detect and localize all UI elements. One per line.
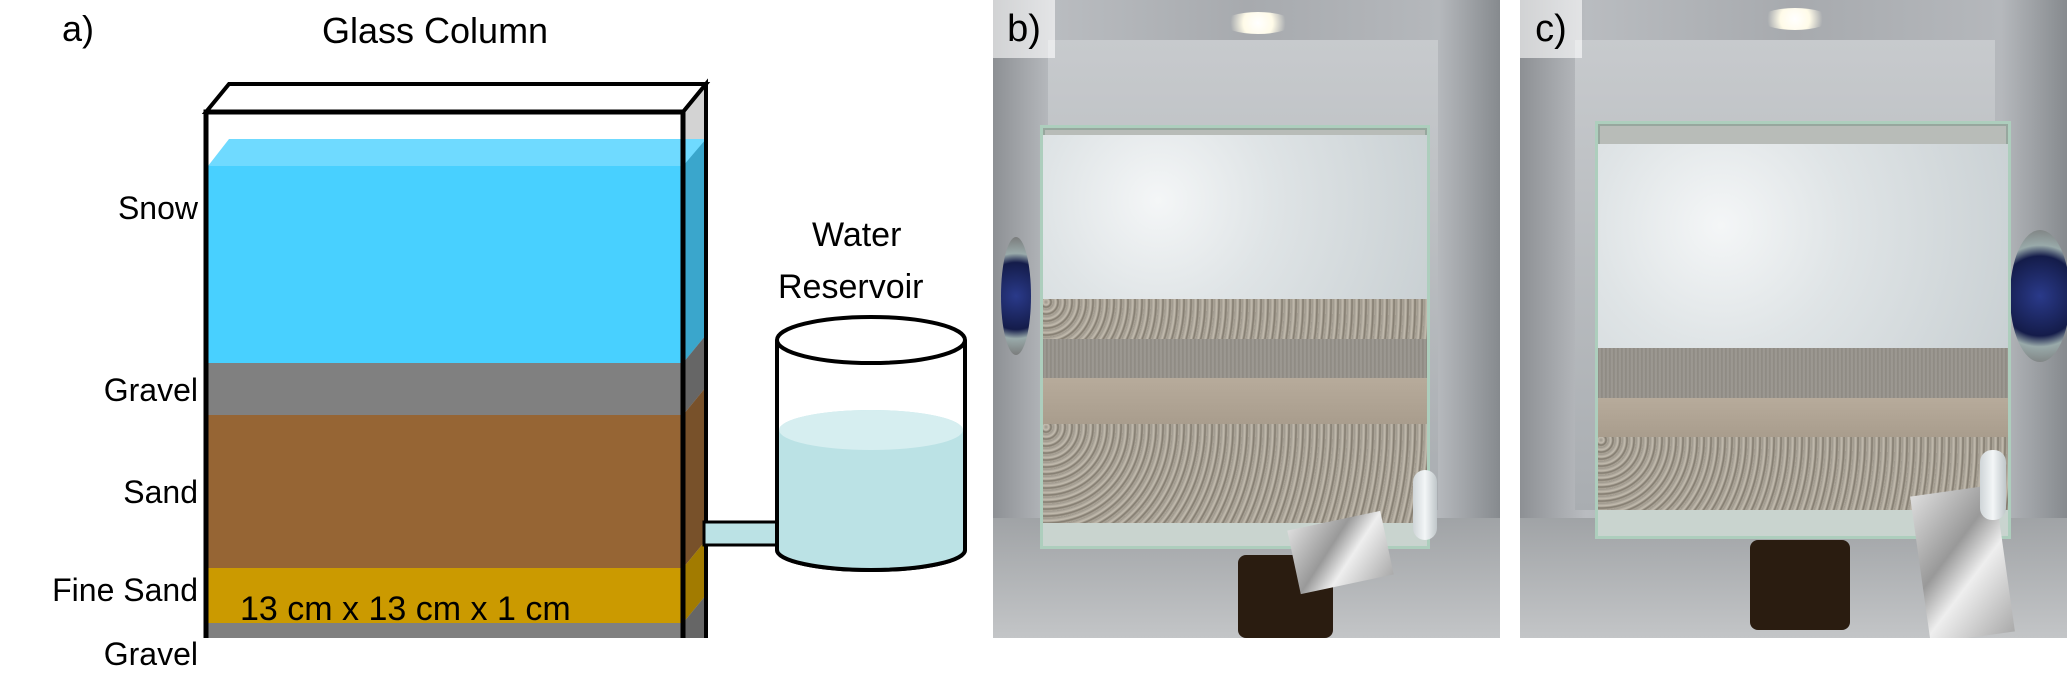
lamp	[1760, 8, 1830, 30]
water-reservoir	[775, 315, 967, 572]
layer-side-snow	[683, 139, 706, 363]
reservoir-water	[779, 410, 963, 570]
fan-icon	[1001, 237, 1031, 355]
column-dimensions: 13 cm x 13 cm x 1 cm	[240, 590, 571, 628]
lamp	[1223, 12, 1293, 34]
water-surface	[779, 410, 963, 450]
layer-side-fine-sand	[683, 540, 706, 623]
fine-sand-layer	[1043, 339, 1427, 378]
reservoir-label-line2: Reservoir	[778, 268, 924, 306]
layer-snow	[206, 166, 683, 363]
fine-sand-layer	[1598, 348, 2008, 398]
layer-label-sand: Sand	[123, 474, 198, 510]
panel-a-label: a)	[62, 8, 95, 49]
panel-c-label: c)	[1520, 0, 1582, 58]
layer-label-fine-sand: Fine Sand	[52, 572, 198, 608]
glass-column	[1595, 121, 2011, 539]
tube	[1413, 470, 1437, 540]
snow-layer	[1043, 135, 1427, 299]
snow-top-surface	[208, 139, 706, 166]
column-top-face	[201, 82, 711, 114]
snow-layer	[1598, 144, 2008, 348]
column-front-face	[203, 109, 686, 638]
layer-gravel	[206, 363, 683, 415]
reservoir-rim	[775, 315, 967, 365]
layer-fine-sand	[206, 568, 683, 623]
panel-b-photo: b)	[993, 0, 1500, 638]
glass-column	[1040, 125, 1430, 549]
layer-side-gravel	[683, 335, 706, 415]
panel-c-photo: c)	[1520, 0, 2067, 638]
layer-label-gravel-bottom: Gravel	[103, 636, 198, 672]
gravel-layer	[1043, 424, 1427, 523]
drain-hole	[1750, 540, 1850, 630]
column-diagram	[201, 78, 967, 638]
tube	[1980, 450, 2006, 520]
sand-layer	[1598, 398, 2008, 437]
column-title: Glass Column	[322, 10, 549, 51]
layer-label-gravel-top: Gravel	[103, 372, 198, 408]
layer-side-gravel	[683, 595, 706, 638]
connecting-pipe	[702, 520, 780, 547]
panel-b-label: b)	[993, 0, 1055, 58]
layer-side-sand	[683, 387, 706, 568]
sand-layer	[1043, 378, 1427, 424]
layer-gravel	[206, 623, 683, 638]
layer-sand	[206, 415, 683, 568]
fan-icon	[2010, 230, 2067, 362]
reservoir-label-line1: Water	[812, 216, 902, 254]
gravel-layer	[1043, 299, 1427, 339]
layer-label-snow: Snow	[117, 190, 198, 226]
